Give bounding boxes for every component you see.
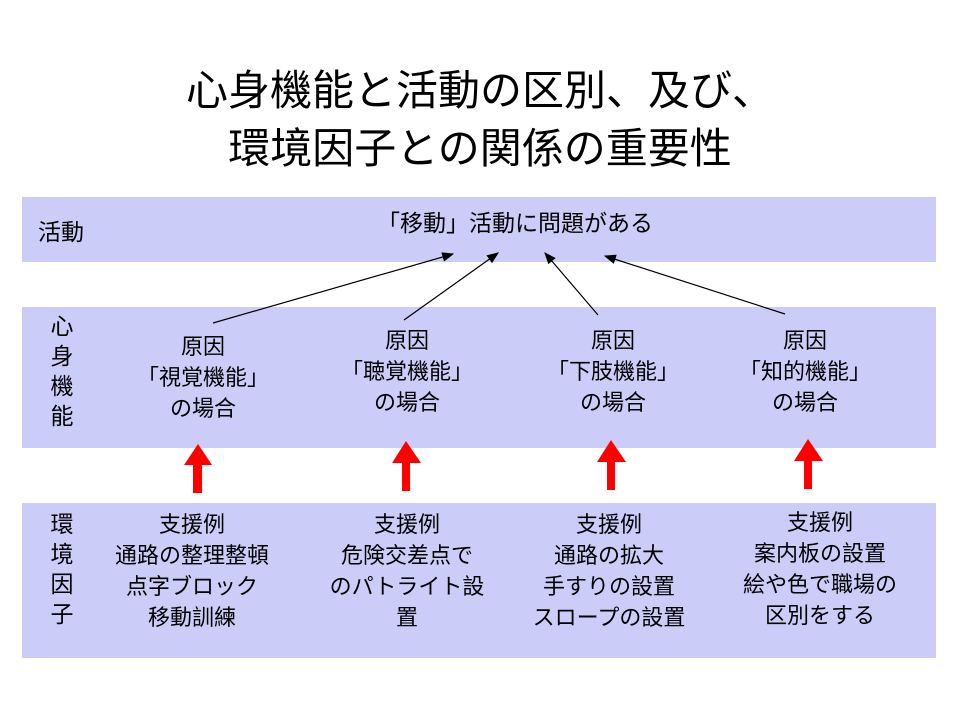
cause-line: 「聴覚機能」 [340,360,473,385]
label-char: 機 [50,374,74,400]
label-char: 能 [50,404,74,430]
label-char: 境 [50,542,74,568]
label-char: 環 [50,512,74,538]
cause-line: 原因 [590,329,635,354]
cause-arrow [544,252,599,316]
support-line: 置 [395,606,418,631]
label-char: 子 [50,602,74,628]
body-function-band [22,307,936,448]
support-example-1: 支援例 通路の整理整頓 点字ブロック 移動訓練 [92,510,292,634]
cause-line: の場合 [373,391,440,416]
cause-line: 「下肢機能」 [546,360,679,385]
support-line: スロープの設置 [532,606,686,631]
cause-line: の場合 [169,397,236,422]
label-char: 心 [50,314,74,340]
support-line: 手すりの設置 [542,575,675,600]
support-example-3: 支援例 通路の拡大 手すりの設置 スロープの設置 [509,510,709,634]
cause-line: 「知的機能」 [738,360,871,385]
label-char: 因 [50,572,74,598]
support-example-4: 支援例 案内板の設置 絵や色で職場の 区別をする [720,508,920,632]
support-line: 通路の拡大 [553,544,664,569]
body-function-label: 心 身 機 能 [46,312,78,432]
slide-title: 心身機能と活動の区別、及び、 環境因子との関係の重要性 [0,62,960,178]
cause-line: 原因 [384,329,429,354]
support-line: 支援例 [786,511,853,536]
red-up-arrow-icon [597,440,626,490]
support-line: 案内板の設置 [753,542,886,567]
cause-line: の場合 [579,391,646,416]
cause-visual: 原因 「視覚機能」 の場合 [103,332,303,425]
cause-line: の場合 [771,391,838,416]
support-line: 危険交差点で [340,544,473,569]
cause-hearing: 原因 「聴覚機能」 の場合 [307,326,507,419]
cause-arrow [212,252,455,324]
red-up-arrow-icon [794,439,823,489]
support-line: のパトライト設 [329,575,485,600]
activity-band [22,197,936,262]
cause-arrow [603,254,786,315]
environment-label: 環 境 因 子 [46,510,78,630]
red-up-arrow-icon [392,441,421,491]
activity-label: 活動 [38,220,84,246]
cause-intellectual: 原因 「知的機能」 の場合 [705,326,905,419]
support-example-2: 支援例 危険交差点で のパトライト設 置 [307,510,507,634]
cause-line: 「視覚機能」 [136,366,269,391]
title-line-2: 環境因子との関係の重要性 [228,124,732,173]
support-line: 支援例 [158,513,225,538]
support-line: 絵や色で職場の [742,573,897,598]
support-line: 支援例 [575,513,642,538]
support-line: 移動訓練 [147,606,236,631]
support-line: 点字ブロック [125,575,258,600]
cause-line: 原因 [782,329,827,354]
title-line-1: 心身機能と活動の区別、及び、 [185,66,774,115]
support-line: 支援例 [373,513,440,538]
cause-arrow [403,252,499,321]
environment-band [22,503,936,658]
red-up-arrow-icon [184,444,212,493]
support-line: 区別をする [764,604,875,629]
support-line: 通路の整理整頓 [114,544,269,569]
activity-statement: 「移動」活動に問題がある [377,211,653,237]
label-char: 身 [50,344,74,370]
cause-line: 原因 [180,335,225,360]
cause-lower-limb: 原因 「下肢機能」 の場合 [513,326,713,419]
